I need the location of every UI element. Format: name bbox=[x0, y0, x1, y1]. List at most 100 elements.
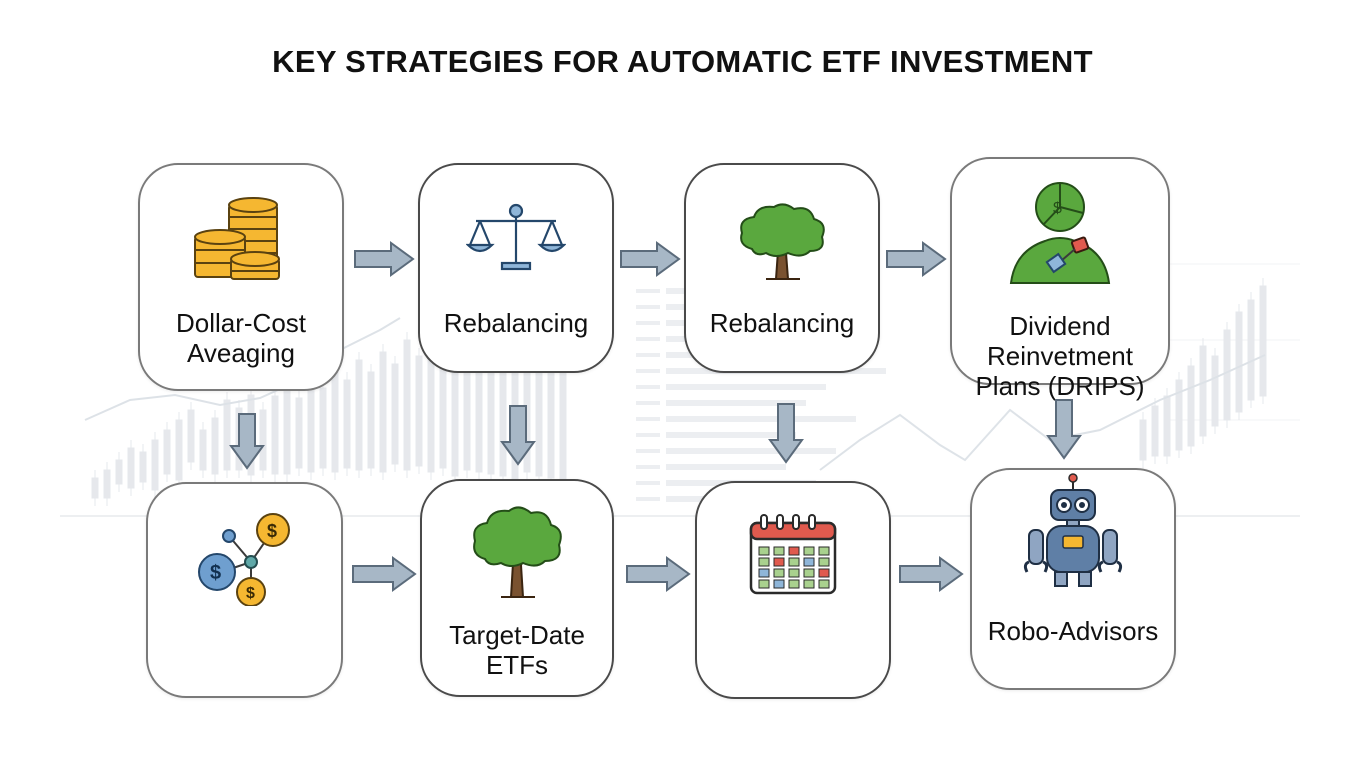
background-candle bbox=[355, 359, 363, 471]
arrow-down-icon bbox=[768, 403, 804, 464]
background-candle bbox=[103, 469, 111, 499]
calendar-day-cell bbox=[803, 557, 815, 567]
calendar-day-cell bbox=[758, 568, 770, 578]
background-candle bbox=[1163, 395, 1171, 457]
calendar-day-cell bbox=[788, 557, 800, 567]
background-candle bbox=[115, 459, 123, 485]
background-candle bbox=[151, 439, 159, 491]
background-bar bbox=[666, 384, 826, 390]
background-candle bbox=[91, 477, 99, 499]
calendar-day-cell bbox=[803, 568, 815, 578]
background-candle bbox=[1247, 299, 1255, 401]
arrow-down-icon bbox=[229, 413, 265, 470]
background-bar bbox=[666, 416, 856, 422]
svg-text:$: $ bbox=[246, 585, 255, 602]
calendar-day-cell bbox=[788, 579, 800, 589]
arrow-right-icon bbox=[352, 556, 417, 592]
dollar-network-icon: $ $ $ bbox=[148, 496, 341, 611]
background-candle bbox=[223, 399, 231, 471]
card-calendar bbox=[695, 481, 891, 699]
card-rebalancing-scale: Rebalancing bbox=[418, 163, 614, 373]
background-bar bbox=[666, 432, 796, 438]
background-candle bbox=[319, 387, 327, 469]
background-candle bbox=[271, 395, 279, 475]
background-bar-tick bbox=[636, 289, 660, 293]
arrow-right-icon bbox=[620, 241, 681, 277]
tree-icon bbox=[422, 503, 612, 604]
background-candle bbox=[367, 371, 375, 469]
card-target-date-etfs: Target-Date ETFs bbox=[420, 479, 614, 697]
calendar-day-cell bbox=[818, 546, 830, 556]
card-dollar-cost-averaging: Dollar-Cost Aveaging bbox=[138, 163, 344, 391]
card-label-line-1: Target-Date bbox=[449, 620, 585, 650]
background-bar-tick bbox=[636, 305, 660, 309]
background-candle bbox=[295, 397, 303, 469]
background-candle bbox=[127, 447, 135, 489]
page-title: KEY STRATEGIES FOR AUTOMATIC ETF INVESTM… bbox=[272, 44, 1093, 79]
card-robo-advisors: Robo-Advisors bbox=[970, 468, 1176, 690]
calendar-day-cell bbox=[758, 546, 770, 556]
background-bar bbox=[666, 400, 806, 406]
background-candle bbox=[259, 409, 267, 471]
background-candle bbox=[1139, 419, 1147, 461]
coin-stack-icon bbox=[140, 195, 342, 290]
calendar-day-cell bbox=[788, 568, 800, 578]
calendar-day-cell bbox=[758, 579, 770, 589]
calendar-day-cell bbox=[773, 557, 785, 567]
arrow-right-icon bbox=[886, 241, 947, 277]
calendar-day-cell bbox=[773, 579, 785, 589]
background-bar-tick bbox=[636, 449, 660, 453]
arrow-down-icon bbox=[1046, 399, 1082, 460]
calendar-day-cell bbox=[788, 546, 800, 556]
background-candle bbox=[1259, 285, 1267, 397]
background-candle bbox=[175, 419, 183, 481]
card-label-line-1: Rebalancing bbox=[709, 308, 855, 338]
calendar-icon bbox=[697, 511, 889, 602]
card-label-line-1: Dollar-Cost bbox=[175, 308, 307, 338]
arrow-right-icon bbox=[354, 241, 415, 277]
background-bar-tick bbox=[636, 433, 660, 437]
background-bar-tick bbox=[636, 465, 660, 469]
background-candle bbox=[391, 363, 399, 465]
background-candle bbox=[139, 451, 147, 483]
background-bar-tick bbox=[636, 337, 660, 341]
background-bar-tick bbox=[636, 417, 660, 421]
calendar-day-cell bbox=[818, 568, 830, 578]
background-bar bbox=[666, 448, 836, 454]
background-candle bbox=[379, 351, 387, 473]
card-label-line-1: Dividend Reinvetment bbox=[987, 311, 1133, 371]
background-candle bbox=[1223, 329, 1231, 421]
card-label-line-1: Robo-Advisors bbox=[987, 616, 1159, 646]
card-label-line-2: Aveaging bbox=[187, 338, 295, 368]
background-candle bbox=[415, 355, 423, 467]
dividend-person-icon: $ bbox=[952, 179, 1168, 292]
calendar-day-cell bbox=[803, 546, 815, 556]
calendar-day-cell bbox=[818, 557, 830, 567]
background-candle bbox=[211, 417, 219, 475]
background-bar-tick bbox=[636, 497, 660, 501]
card-label-line-1: Rebalancing bbox=[443, 308, 589, 338]
card-label-line-2: ETFs bbox=[485, 650, 549, 680]
background-candle bbox=[1187, 365, 1195, 447]
card-dollar-network: $ $ $ bbox=[146, 482, 343, 698]
calendar-day-cell bbox=[803, 579, 815, 589]
background-bar-tick bbox=[636, 385, 660, 389]
background-bar-tick bbox=[636, 481, 660, 485]
tree-icon bbox=[686, 201, 878, 286]
arrow-right-icon bbox=[899, 556, 964, 592]
background-candle bbox=[403, 339, 411, 471]
calendar-day-cell bbox=[818, 579, 830, 589]
arrow-down-icon bbox=[500, 405, 536, 466]
svg-text:$: $ bbox=[267, 521, 277, 541]
calendar-day-cell bbox=[773, 546, 785, 556]
background-candle bbox=[1199, 345, 1207, 437]
calendar-day-cell bbox=[773, 568, 785, 578]
card-label-line-2: Plans (DRIPS) bbox=[975, 371, 1145, 401]
background-candle bbox=[187, 409, 195, 463]
card-dividend-reinvestment: $ Dividend Reinvetment Plans (DRIPS) bbox=[950, 157, 1170, 401]
background-candle bbox=[1235, 311, 1243, 413]
background-bar bbox=[666, 464, 786, 470]
background-candle bbox=[343, 379, 351, 469]
background-bar-tick bbox=[636, 369, 660, 373]
background-candle bbox=[199, 429, 207, 471]
